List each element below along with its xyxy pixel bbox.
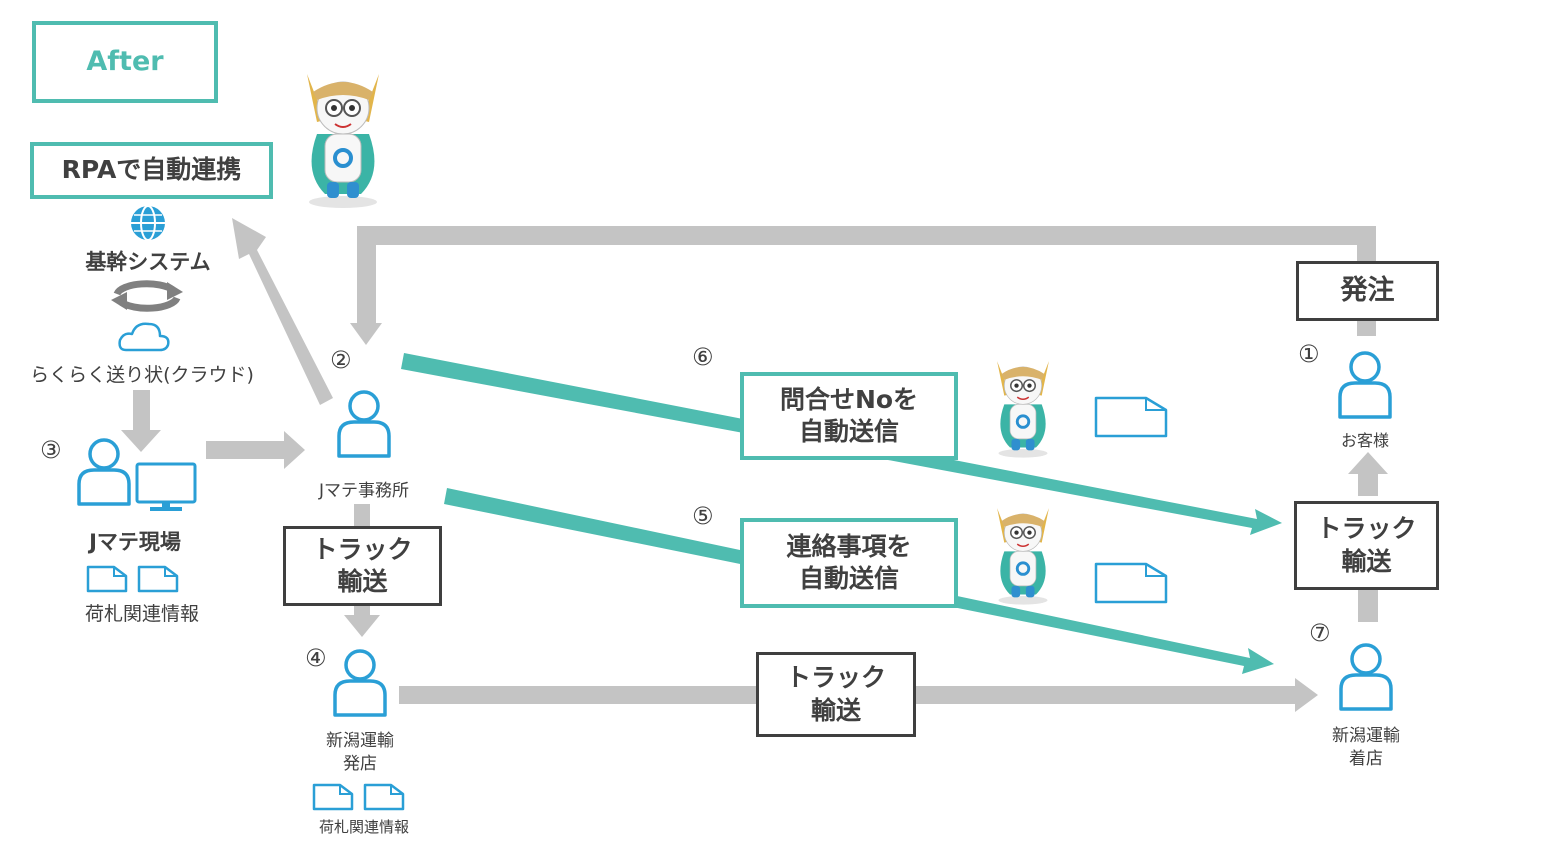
document-icon [1094, 562, 1168, 604]
monitor-icon [135, 462, 197, 511]
mascot-icon [305, 72, 381, 210]
document-icon [312, 783, 354, 811]
arrival-to-customer-arrow-bottom [1358, 588, 1378, 622]
document-icon [137, 565, 179, 593]
arrival-person-icon [1339, 643, 1393, 711]
truck-line2: 輸送 [810, 695, 861, 725]
order-arrow-head [350, 323, 382, 345]
step-mark-6: ⑥ [692, 343, 714, 371]
truck-line1: トラック [1316, 514, 1417, 543]
order-box: 発注 [1296, 261, 1439, 321]
departure-line1: 新潟運輸 [326, 731, 394, 751]
departure-person-icon [333, 649, 387, 717]
auto-inquiry-line2: 自動送信 [798, 417, 899, 446]
departure-label: 新潟運輸 発店 [300, 730, 420, 776]
step-mark-7: ⑦ [1309, 619, 1331, 647]
rpa-arrow [232, 218, 333, 405]
step-mark-1: ① [1298, 340, 1320, 368]
truck-line2: 輸送 [1341, 546, 1392, 576]
truck-box-bottom: トラック 輸送 [756, 652, 916, 737]
arrival-line1: 新潟運輸 [1332, 726, 1400, 746]
auto-inquiry-line1: 問合せNoを [779, 384, 919, 414]
globe-icon [131, 205, 165, 241]
site-person-icon [77, 438, 131, 506]
office-label: Jマテ事務所 [318, 481, 409, 501]
truck-line1: トラック [785, 663, 886, 692]
truck-line1: トラック [312, 534, 413, 564]
auto-notice-line2: 自動送信 [798, 564, 899, 593]
arrival-label: 新潟運輸 着店 [1306, 725, 1426, 771]
step-mark-4: ④ [305, 644, 327, 672]
site-label: Jマテ現場 [89, 530, 181, 554]
order-label: 発注 [1340, 275, 1395, 307]
title-label: After [86, 46, 164, 78]
step-mark-5: ⑤ [692, 502, 714, 530]
core-system-label: 基幹システム [85, 250, 211, 274]
cloud-system-label: らくらく送り状(クラウド) [30, 364, 254, 386]
document-icon [86, 565, 128, 593]
rpa-label: RPAで自動連携 [61, 155, 242, 185]
auto-notice-box: 連絡事項を 自動送信 [740, 518, 958, 608]
step-mark-2: ② [330, 346, 352, 374]
cloud-to-site-arrow [121, 390, 161, 452]
step-mark-3: ③ [40, 436, 62, 464]
auto-inquiry-box: 問合せNoを 自動送信 [740, 372, 958, 460]
departure-tag-info-label: 荷札関連情報 [318, 818, 409, 836]
cloud-icon [118, 322, 170, 352]
customer-person-icon [1338, 351, 1392, 419]
truck-line2: 輸送 [337, 567, 388, 596]
title-box: After [32, 21, 218, 103]
document-icon [1094, 396, 1168, 438]
mascot-icon [995, 506, 1051, 607]
site-to-office-arrow [206, 431, 305, 469]
sync-arrows-icon [111, 280, 183, 312]
order-flow-top [357, 226, 1376, 325]
customer-label: お客様 [1340, 431, 1389, 450]
site-tag-info-label: 荷札関連情報 [84, 603, 199, 625]
auto-notice-line1: 連絡事項を [786, 531, 912, 561]
mascot-icon [995, 359, 1051, 460]
document-icon [363, 783, 405, 811]
gray-arrows [121, 218, 1388, 712]
truck-box-office: トラック 輸送 [283, 526, 442, 606]
departure-line2: 発店 [343, 753, 377, 774]
truck-box-right: トラック 輸送 [1294, 501, 1439, 590]
rpa-box: RPAで自動連携 [30, 142, 273, 199]
office-person-icon [337, 390, 391, 458]
arrival-line2: 着店 [1349, 748, 1383, 769]
arrival-to-customer-arrow-top [1348, 452, 1388, 496]
